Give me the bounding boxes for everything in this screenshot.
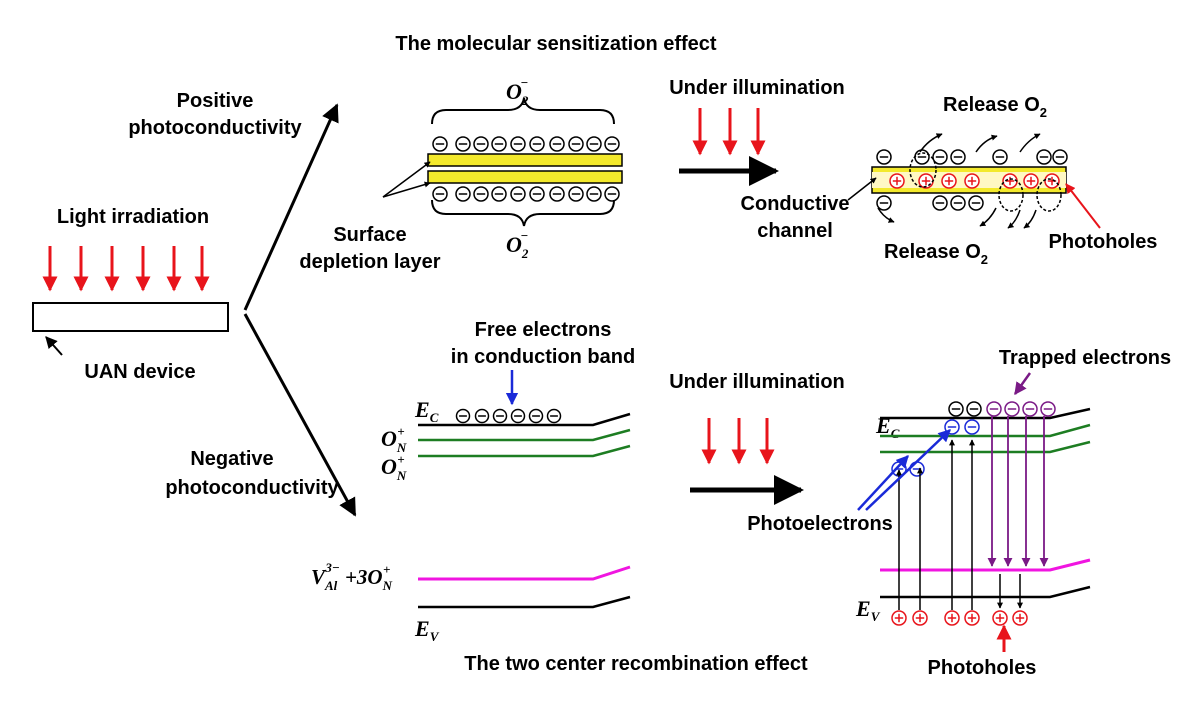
valence-band-left	[418, 595, 631, 609]
dashed-circle	[909, 152, 937, 188]
release-arrow	[979, 207, 997, 227]
label-free-electrons: Free electrons	[475, 319, 612, 341]
label-negative-photoconductivity: photoconductivity	[165, 477, 339, 499]
release-arrow	[1023, 209, 1037, 229]
label-channel: channel	[757, 220, 833, 242]
channel-pointer-arrow	[847, 177, 877, 201]
label-surface: Surface	[333, 224, 406, 246]
title-top: The molecular sensitization effect	[395, 33, 717, 55]
on-level-left-2	[418, 444, 631, 458]
surface-pointer-arrow-2	[382, 181, 431, 198]
label-val-3on: VAl3− +3ON+	[311, 560, 393, 593]
label-under-illumination-bottom: Under illumination	[669, 371, 845, 393]
photoholes-in-channel	[889, 173, 1060, 189]
label-positive-photoconductivity: photoconductivity	[128, 117, 302, 139]
label-trapped-electrons: Trapped electrons	[999, 347, 1171, 369]
free-electron-row	[455, 408, 562, 424]
nanowire-lower-layer	[427, 170, 623, 184]
label-depletion-layer: depletion layer	[299, 251, 440, 273]
label-release-o2-bottom: Release O2	[884, 241, 988, 267]
val-defect-level-right	[880, 558, 1091, 572]
valence-band-right	[880, 585, 1091, 599]
label-ec-left: EC	[414, 397, 439, 425]
photoelectron-pointer-2	[865, 429, 951, 511]
release-arrow	[1019, 133, 1041, 153]
label-under-illumination-top: Under illumination	[669, 77, 845, 99]
valence-holes-right	[891, 610, 1028, 626]
on-level-left-1	[418, 428, 631, 442]
label-photoholes-bottom: Photoholes	[928, 657, 1037, 679]
excitation-arrows	[896, 439, 975, 610]
photoholes-pointer-arrow-top	[1065, 183, 1101, 229]
label-uan-device: UAN device	[84, 361, 195, 383]
branch-arrow-up	[243, 103, 339, 311]
photoelectron-pointer-1	[857, 455, 909, 511]
conduction-band-right	[880, 407, 1091, 420]
on-level-right-1	[880, 423, 1091, 438]
release-arrows	[877, 133, 1041, 229]
label-release-o2-top: Release O2	[943, 94, 1047, 120]
trapping-arrows	[987, 416, 1049, 567]
brace-top	[431, 97, 615, 125]
label-photoelectrons: Photoelectrons	[747, 513, 893, 535]
electron-row-top	[432, 136, 620, 152]
dashed-circle	[1036, 178, 1062, 212]
remaining-electrons-top	[876, 149, 1068, 165]
dashed-circle	[998, 178, 1024, 212]
release-arrow	[877, 207, 895, 223]
conduction-electrons-right	[948, 401, 982, 417]
label-on-1: ON+	[381, 424, 407, 455]
label-ev-right: EV	[855, 596, 881, 624]
label-negative: Negative	[190, 448, 273, 470]
conduction-band-left	[418, 412, 631, 427]
trapped-pointer	[1013, 372, 1032, 396]
uan-device-rect	[32, 302, 229, 332]
light-arrows-left	[42, 246, 210, 292]
label-conductive: Conductive	[741, 193, 850, 215]
device-pointer-arrow	[45, 336, 63, 356]
val-defect-level-left	[418, 565, 631, 581]
o2-minus-bottom: O2−	[506, 228, 529, 261]
surface-pointer-arrow-1	[382, 161, 431, 198]
on-level-right-2	[880, 440, 1091, 454]
label-ev-left: EV	[414, 616, 440, 644]
light-arrows-top	[692, 108, 766, 156]
brace-bottom	[431, 199, 615, 227]
release-arrow	[975, 134, 998, 153]
photoelectron-group	[891, 419, 980, 477]
label-in-conduction-band: in conduction band	[451, 346, 635, 368]
label-photoholes-top: Photoholes	[1049, 231, 1158, 253]
title-bottom: The two center recombination effect	[464, 653, 808, 675]
nanowire-upper-layer	[427, 153, 623, 167]
release-arrow	[919, 133, 943, 153]
release-arrow	[1007, 209, 1021, 229]
label-light-irradiation: Light irradiation	[57, 206, 209, 228]
trapped-electron-row	[986, 401, 1056, 417]
label-positive: Positive	[177, 90, 254, 112]
recombination-arrows	[997, 574, 1023, 609]
label-on-2: ON+	[381, 452, 407, 483]
light-arrows-bottom	[701, 418, 775, 465]
remaining-electrons-bottom	[876, 195, 984, 211]
electron-row-bottom	[432, 186, 620, 202]
released-electron-circles	[909, 152, 1062, 212]
branch-arrow-down	[243, 313, 357, 517]
